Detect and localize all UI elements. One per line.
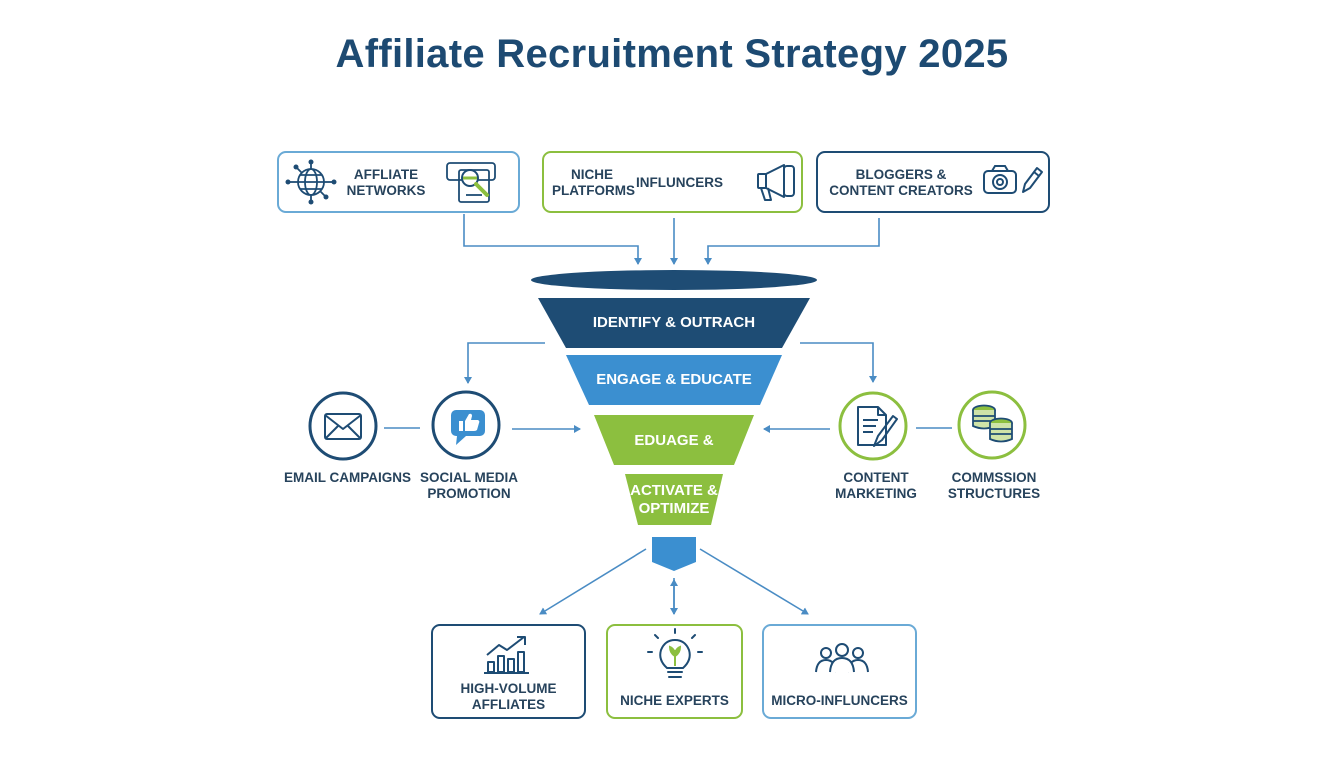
social-media-line1: SOCIAL MEDIA <box>419 470 518 485</box>
connector-tier1-content <box>800 342 877 383</box>
funnel-tier-1-label: IDENTIFY & OUTRACH <box>592 314 756 331</box>
high-volume-line2: AFFLIATES <box>471 697 546 712</box>
connector-bloggers <box>704 218 880 265</box>
source-niche-label-a2: PLATFORMS <box>552 183 635 198</box>
source-niche-label-a1: NICHE <box>570 167 613 182</box>
email-campaigns-label: EMAIL CAMPAIGNS <box>284 470 412 485</box>
funnel-tier-4-shape <box>625 474 723 525</box>
funnel-tier-3-shape <box>594 415 754 465</box>
source-niche-box <box>542 151 803 213</box>
high-volume-line1: HIGH-VOLUME <box>460 681 557 696</box>
funnel-tier-1-shape <box>538 298 810 348</box>
source-bloggers-box <box>816 151 1050 213</box>
content-marketing-line1: CONTENT <box>843 470 909 485</box>
page-title: Affiliate Recruitment Strategy 2025 <box>335 32 1009 76</box>
content-marketing-line2: MARKETING <box>835 486 917 501</box>
funnel-tier-4-line2: OPTIMIZE <box>638 500 710 517</box>
commission-line2: STRUCTURES <box>947 486 1041 501</box>
connector-hub-right <box>699 548 809 615</box>
niche-experts-label: NICHE EXPERTS <box>620 693 729 708</box>
social-media-line2: PROMOTION <box>427 486 511 501</box>
connector-networks <box>463 214 642 265</box>
source-bloggers-line1: BLOGGERS & <box>855 167 947 182</box>
source-bloggers-line2: CONTENT CREATORS <box>829 183 973 198</box>
source-niche-label-b: INFLUNCERS <box>636 175 723 190</box>
funnel-tier-4-line1: ACTIVATE & <box>630 482 718 499</box>
funnel-rim <box>531 270 817 290</box>
funnel-tier-2-label: ENGAGE & EDUCATE <box>596 371 752 388</box>
source-affiliate-networks-line2: NETWORKS <box>346 183 426 198</box>
funnel-hub <box>652 537 696 571</box>
funnel-tier-3-label: EDUAGE & <box>634 432 714 449</box>
commission-line1: COMMSSION <box>951 470 1037 485</box>
source-affiliate-networks-line1: AFFLIATE <box>353 167 419 182</box>
micro-influencers-label: MICRO-INFLUNCERS <box>771 693 908 708</box>
funnel-tier-2-shape <box>566 355 782 405</box>
connector-tier1-social <box>464 342 545 384</box>
connector-hub-left <box>539 548 647 615</box>
